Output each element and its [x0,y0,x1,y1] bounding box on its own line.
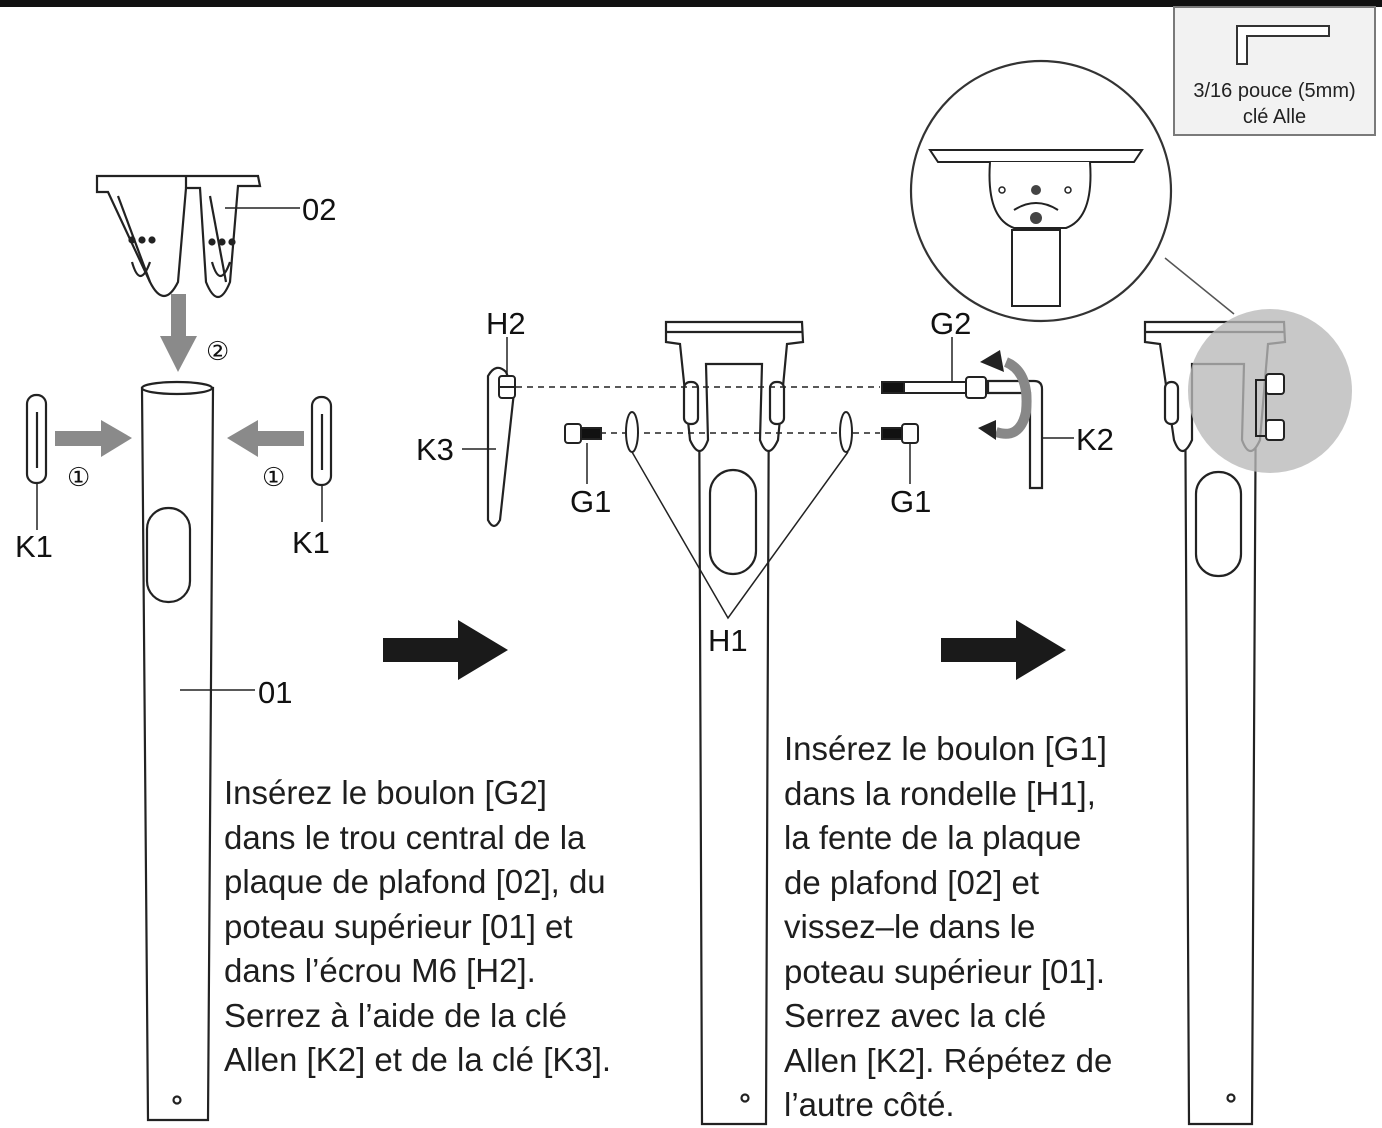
allen-key-icon [1236,25,1330,65]
wrench-k3 [486,366,516,528]
label-k3: K3 [416,432,454,467]
side-cap-k1-right [310,395,333,487]
bolt-g1-right [881,423,919,444]
step-1-marker-right: ① [262,463,285,493]
assembled-bolts [1255,373,1285,441]
side-cap-k1-left [25,393,48,485]
label-k2: K2 [1076,422,1114,457]
insert-right-arrow [55,420,132,457]
washer-h1-left [625,411,639,453]
step-1-marker-left: ① [67,463,90,493]
bolt-g1-left [564,423,602,444]
insert-down-arrow [160,294,197,372]
step-2-marker: ② [206,337,229,367]
bolt-g2 [881,376,987,399]
label-h2: H2 [486,306,526,341]
label-01: 01 [258,675,292,710]
flow-arrow-1 [383,620,508,680]
label-k1-right: K1 [292,525,330,560]
label-02: 02 [302,192,336,227]
leader-h1 [631,451,849,620]
assembled-pole-panel-3 [1183,360,1258,1126]
label-g1-left: G1 [570,484,611,519]
label-h1: H1 [708,623,748,658]
ceiling-plate-02 [95,174,262,299]
label-g2: G2 [930,306,971,341]
rotation-arrowhead-top [980,350,1004,372]
zoom-connector-line [1164,257,1235,315]
insert-left-arrow [227,420,304,457]
instruction-step-a: Insérez le boulon [G2] dans le trou cent… [224,774,612,1078]
label-g1-right: G1 [890,484,931,519]
rotation-arrowhead-bottom [978,420,996,440]
flow-arrow-2 [941,620,1066,680]
label-k1-left: K1 [15,529,53,564]
top-frame-bar [0,0,1382,7]
nut-h2 [498,375,516,399]
upper-pole-panel-2 [697,358,771,1126]
washer-h1-right [839,411,853,453]
rotation-arrow-icon [994,357,1032,439]
zoom-detail-inset [909,59,1173,323]
tool-legend-box: 3/16 pouce (5mm) clé Alle [1173,6,1376,136]
ceiling-plate-panel-2 [664,320,805,453]
tool-caption: 3/16 pouce (5mm) clé Alle [1193,80,1356,128]
upper-pole-01 [140,380,215,1122]
allen-key-k2 [986,379,1044,490]
instruction-step-b: Insérez le boulon [G1] dans la rondelle … [784,730,1113,1123]
